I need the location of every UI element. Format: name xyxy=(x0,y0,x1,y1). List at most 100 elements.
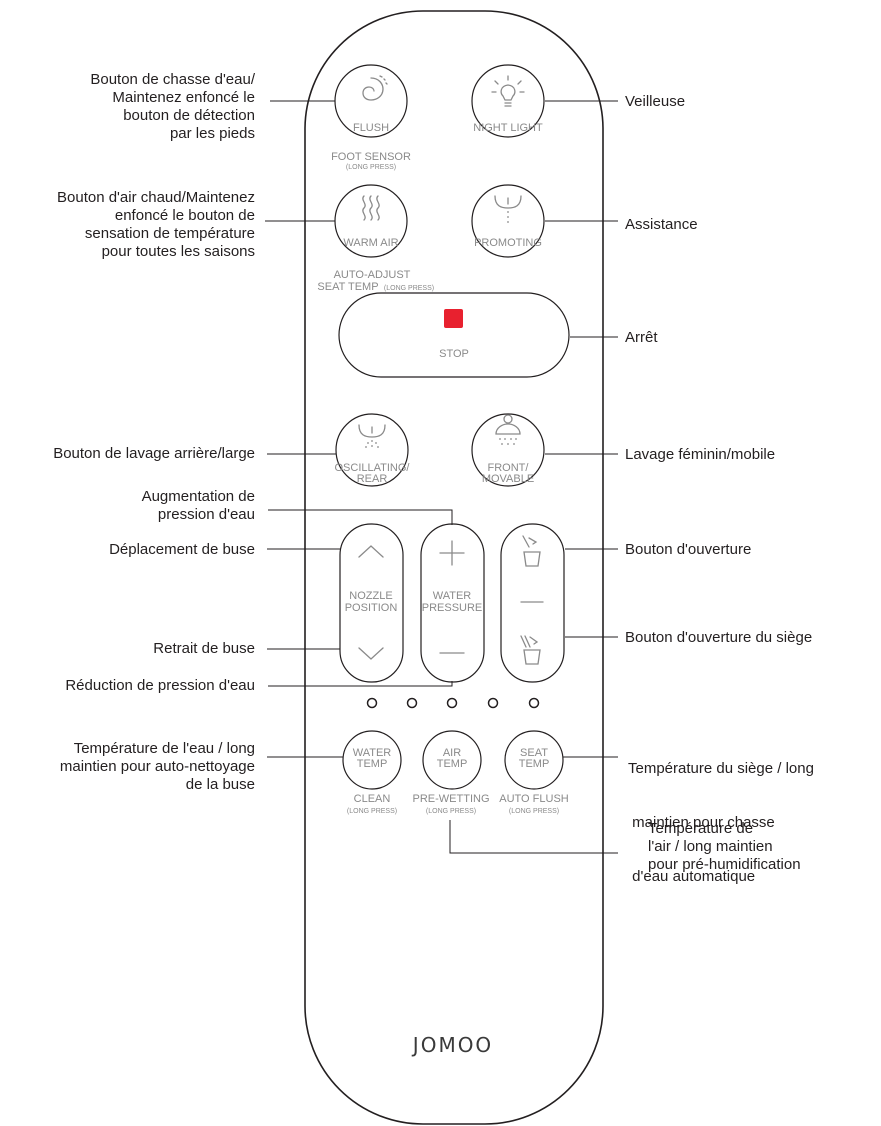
callout-line: Déplacement de buse xyxy=(109,541,255,558)
pressure-down-callout: Réduction de pression d'eau xyxy=(65,677,255,695)
oscillating-label: OSCILLATING/ xyxy=(335,462,411,474)
flush-callout: Bouton de chasse d'eau/ Maintenez enfonc… xyxy=(90,71,255,143)
stop-square-icon xyxy=(444,309,463,328)
seat-temp-label-2: TEMP xyxy=(519,758,550,770)
stop-button[interactable] xyxy=(338,292,570,378)
lid-seat-control xyxy=(500,523,565,683)
callout-line: Réduction de pression d'eau xyxy=(65,677,255,694)
seat-open-icon[interactable] xyxy=(520,635,541,665)
female-wash-icon xyxy=(495,414,521,445)
stop-label: STOP xyxy=(439,348,469,360)
callout-line: par les pieds xyxy=(169,125,255,142)
rear-wash-icon xyxy=(358,424,386,448)
indicator-led xyxy=(528,697,540,709)
pressure-plus-icon[interactable] xyxy=(439,540,465,566)
rear-wash-callout: Bouton de lavage arrière/large xyxy=(53,445,255,463)
callout-line: Température de xyxy=(648,820,754,837)
auto-adjust-label: AUTO-ADJUST xyxy=(334,269,411,281)
indicator-led xyxy=(406,697,418,709)
callout-line: pour toutes les saisons xyxy=(101,243,255,260)
warm-air-label: WARM AIR xyxy=(343,237,398,249)
callout-line: Température de l'eau / long xyxy=(73,740,255,757)
callout-line: Assistance xyxy=(625,216,698,233)
flush-swirl-icon xyxy=(362,75,388,101)
callout-line: Température du siège / long xyxy=(628,760,814,777)
callout-line: l'air / long maintien xyxy=(648,838,773,855)
callout-line: bouton de détection xyxy=(123,107,255,124)
callout-line: Retrait de buse xyxy=(153,640,255,657)
stop-callout: Arrêt xyxy=(625,329,658,347)
seat-open-callout: Bouton d'ouverture du siège xyxy=(625,629,812,647)
nozzle-label: NOZZLE xyxy=(349,590,392,602)
callout-line: Maintenez enfoncé le xyxy=(112,89,255,106)
auto-flush-long-press-label: (LONG PRESS) xyxy=(509,808,559,815)
callout-line: d'eau automatique xyxy=(628,868,756,885)
foot-sensor-label: FOOT SENSOR xyxy=(331,151,411,163)
clean-long-press-label: (LONG PRESS) xyxy=(347,808,397,815)
warm-air-wave-icon xyxy=(362,195,380,221)
water-label: WATER xyxy=(433,590,472,602)
night-light-label: NIGHT LIGHT xyxy=(473,122,543,134)
seat-temp-label-1: SEAT xyxy=(520,747,548,759)
air-temp-label-1: AIR xyxy=(443,747,461,759)
callout-line: Arrêt xyxy=(625,329,658,346)
callout-line: Bouton d'ouverture du siège xyxy=(625,629,813,646)
position-label: POSITION xyxy=(345,602,398,614)
night-light-callout: Veilleuse xyxy=(625,93,685,111)
promoting-button[interactable] xyxy=(471,184,545,258)
pressure-up-callout: Augmentation de pression d'eau xyxy=(142,488,255,524)
pressure-label: PRESSURE xyxy=(422,602,483,614)
callout-line: Augmentation de xyxy=(141,488,255,505)
promoting-label: PROMOTING xyxy=(474,237,542,249)
nozzle-up-chevron-icon[interactable] xyxy=(358,545,384,558)
callout-line: enfoncé le bouton de xyxy=(114,207,255,224)
nozzle-spray-icon xyxy=(494,195,522,223)
pre-wetting-long-press-label: (LONG PRESS) xyxy=(426,808,476,815)
leader-lines xyxy=(265,100,618,854)
callout-line: Bouton d'air chaud/Maintenez xyxy=(57,189,255,206)
air-temp-callout: Température de l'air / long maintien pou… xyxy=(648,820,801,874)
water-temp-callout: Température de l'eau / long maintien pou… xyxy=(60,740,255,794)
callout-line: sensation de température xyxy=(84,225,255,242)
movable-label: MOVABLE xyxy=(482,473,534,485)
bulb-icon xyxy=(491,75,525,107)
nozzle-move-callout: Déplacement de buse xyxy=(109,541,255,559)
front-movable-button[interactable] xyxy=(471,413,545,487)
callout-line: maintien pour auto-nettoyage xyxy=(59,758,255,775)
callout-line: pour pré-humidification xyxy=(648,856,801,873)
callout-line: maintien pour chasse xyxy=(628,814,775,831)
callout-line: Lavage féminin/mobile xyxy=(625,446,776,463)
indicator-led xyxy=(366,697,378,709)
rear-label: REAR xyxy=(357,473,388,485)
callout-line: Bouton de chasse d'eau/ xyxy=(90,71,255,88)
lid-open-icon[interactable] xyxy=(522,535,541,567)
seat-temp-callout: Température du siège / long maintien pou… xyxy=(628,724,814,904)
nozzle-position-control xyxy=(339,523,404,683)
nozzle-down-chevron-icon[interactable] xyxy=(358,647,384,660)
seat-temp-button[interactable] xyxy=(504,730,564,790)
female-wash-callout: Lavage féminin/mobile xyxy=(625,446,775,464)
indicator-led xyxy=(487,697,499,709)
brand-logo: JOMOO xyxy=(411,1033,493,1057)
warm-air-long-press-label: (LONG PRESS) xyxy=(384,285,434,292)
callout-line: Bouton d'ouverture xyxy=(625,541,752,558)
callout-line: de la buse xyxy=(185,776,255,793)
water-temp-button[interactable] xyxy=(342,730,402,790)
air-temp-button[interactable] xyxy=(422,730,482,790)
flush-label: FLUSH xyxy=(353,122,389,134)
front-label: FRONT/ xyxy=(488,462,530,474)
indicator-leds xyxy=(366,697,540,709)
nozzle-retract-callout: Retrait de buse xyxy=(153,640,255,658)
callout-line: Bouton de lavage arrière/large xyxy=(53,445,255,462)
night-light-button[interactable] xyxy=(471,64,545,138)
lid-open-callout: Bouton d'ouverture xyxy=(625,541,751,559)
water-temp-label-1: WATER xyxy=(353,747,392,759)
air-temp-label-2: TEMP xyxy=(437,758,468,770)
oscillating-rear-button[interactable] xyxy=(335,413,409,487)
pre-wetting-label: PRE-WETTING xyxy=(413,793,490,805)
callout-line: pression d'eau xyxy=(157,506,255,523)
water-temp-label-2: TEMP xyxy=(357,758,388,770)
seat-temp-label: SEAT TEMP xyxy=(317,281,378,293)
promoting-callout: Assistance xyxy=(625,216,698,234)
